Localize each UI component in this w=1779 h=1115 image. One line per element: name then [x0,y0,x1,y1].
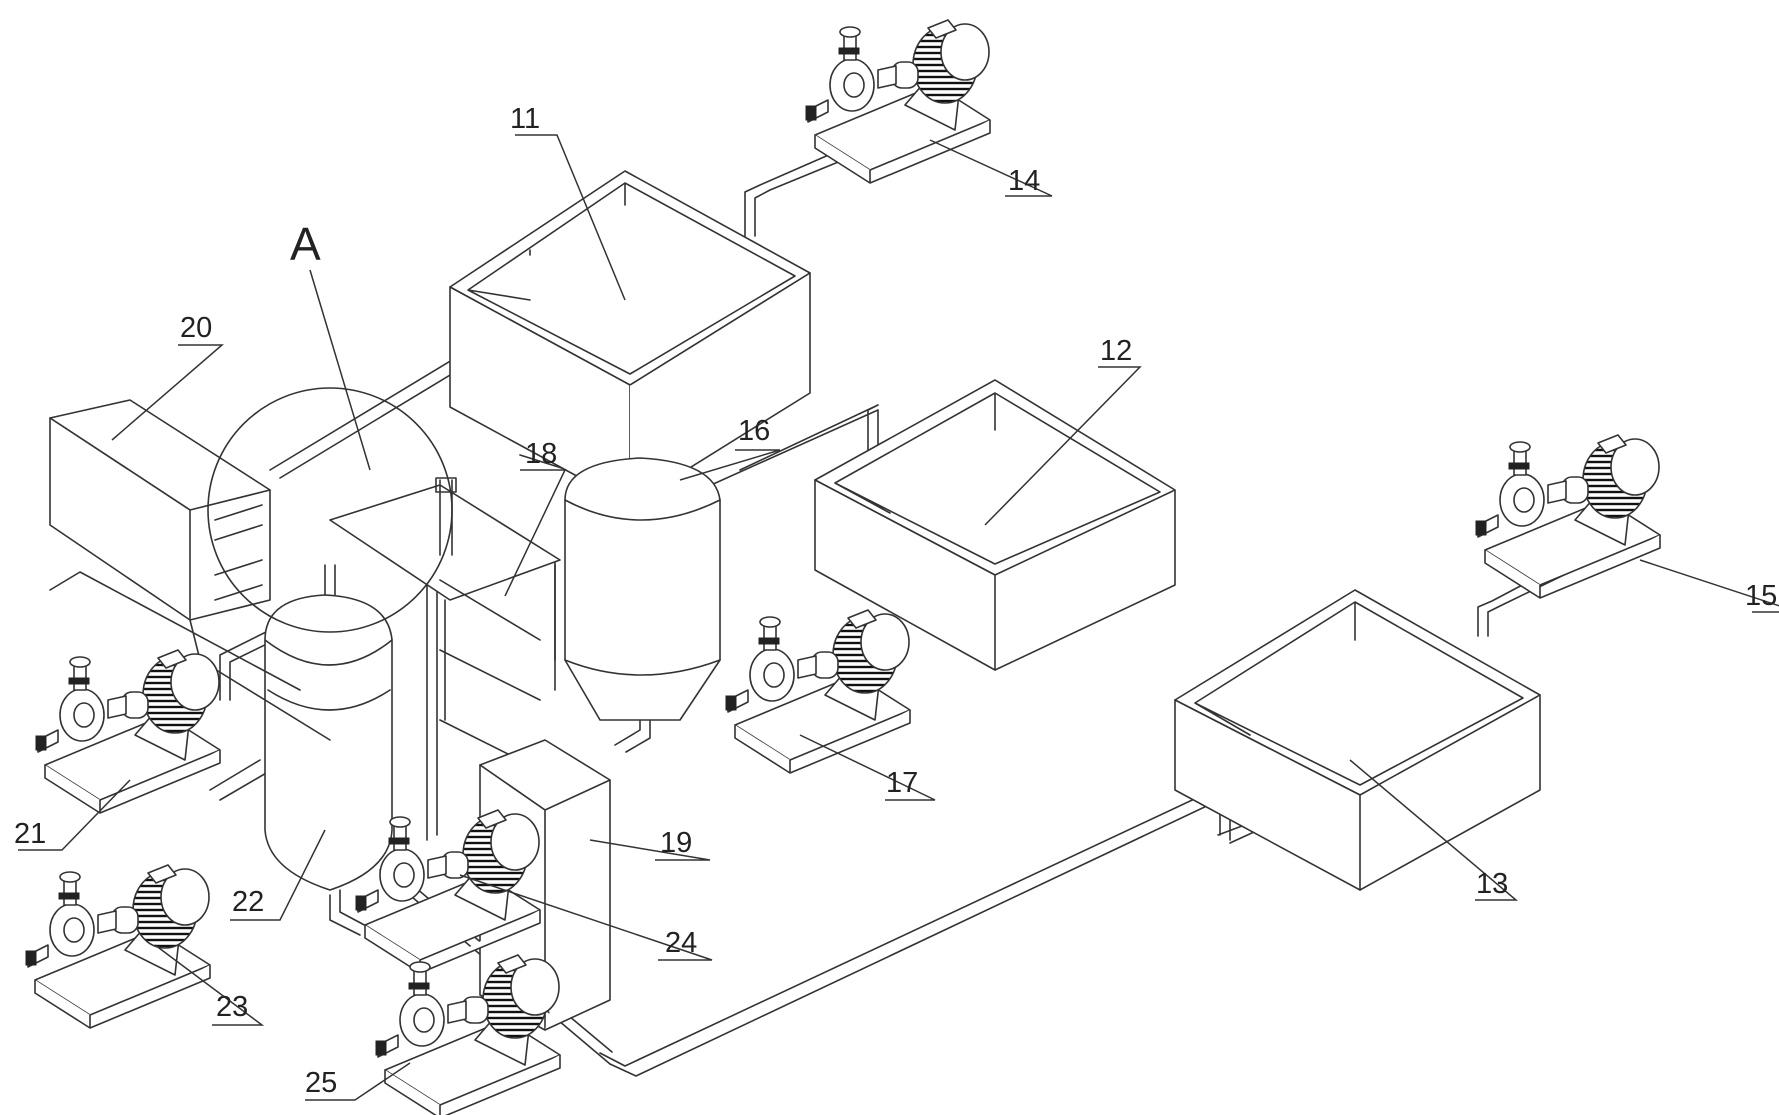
label-22: 22 [232,886,264,918]
label-14: 14 [1008,165,1040,197]
label-21: 21 [14,818,46,850]
label-13: 13 [1476,868,1508,900]
label-20: 20 [180,312,212,344]
label-17: 17 [886,767,918,799]
label-25: 25 [305,1067,337,1099]
label-23: 23 [216,991,248,1023]
label-16: 16 [738,415,770,447]
label-11: 11 [510,103,540,135]
label-19: 19 [660,827,692,859]
label-15: 15 [1745,580,1777,612]
detail-label-A: A [290,218,321,270]
label-24: 24 [665,927,697,959]
label-12: 12 [1100,335,1132,367]
label-18: 18 [525,438,557,470]
